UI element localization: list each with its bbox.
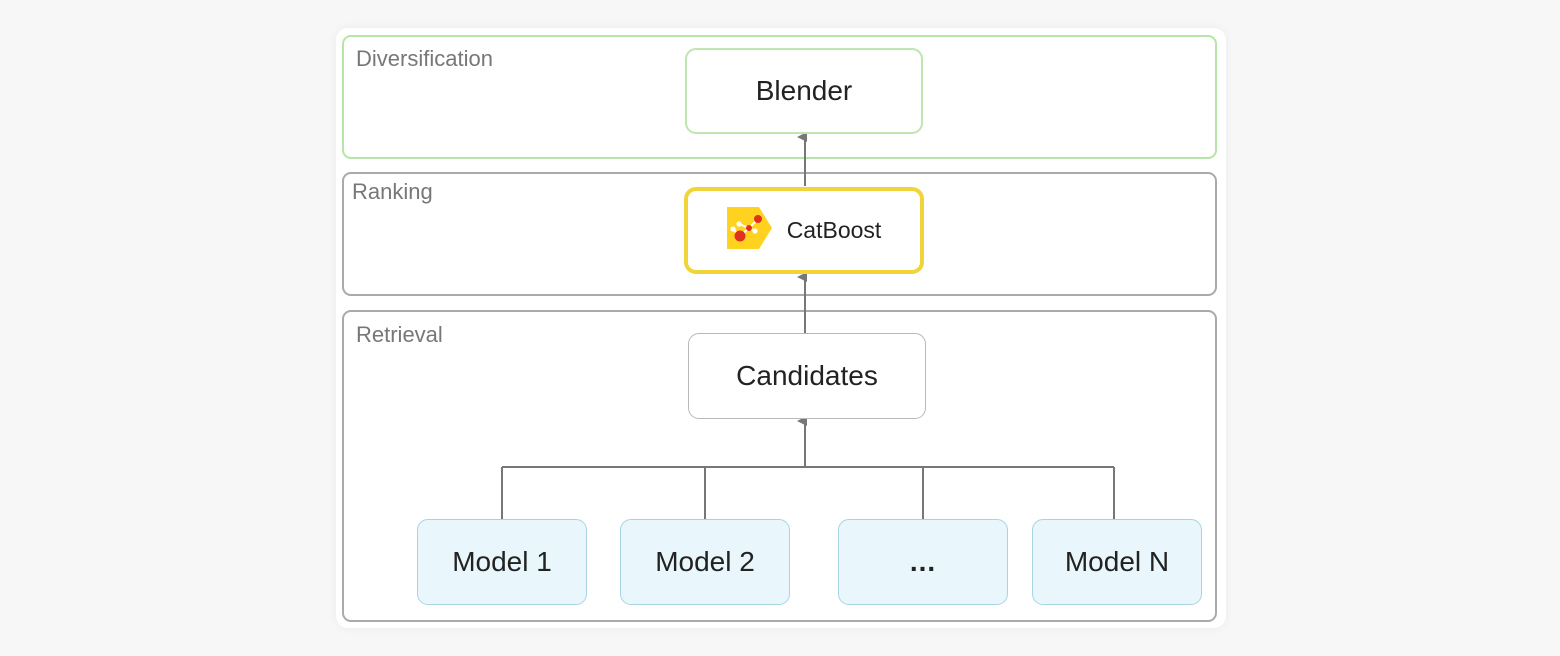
candidates-node: Candidates [688,333,926,419]
model-n-label: Model N [1064,546,1170,577]
model-ellipsis-label: ... [909,546,937,577]
catboost-label: CatBoost [786,217,882,243]
retrieval-label: Retrieval [356,322,443,347]
model-1-node: Model 1 [417,519,587,605]
model-1-label: Model 1 [452,546,552,577]
model-2-label: Model 2 [655,546,755,577]
model-ellipsis-node: ... [838,519,1008,605]
ranking-label: Ranking [352,179,433,204]
model-n-node: Model N [1032,519,1202,605]
diversification-label: Diversification [356,46,493,71]
candidates-label: Candidates [736,360,878,391]
model-2-node: Model 2 [620,519,790,605]
catboost-logo-icon [726,206,773,255]
catboost-content: CatBoost [726,206,882,255]
blender-node: Blender [685,48,923,134]
catboost-node: CatBoost [684,187,924,274]
blender-label: Blender [755,75,853,106]
